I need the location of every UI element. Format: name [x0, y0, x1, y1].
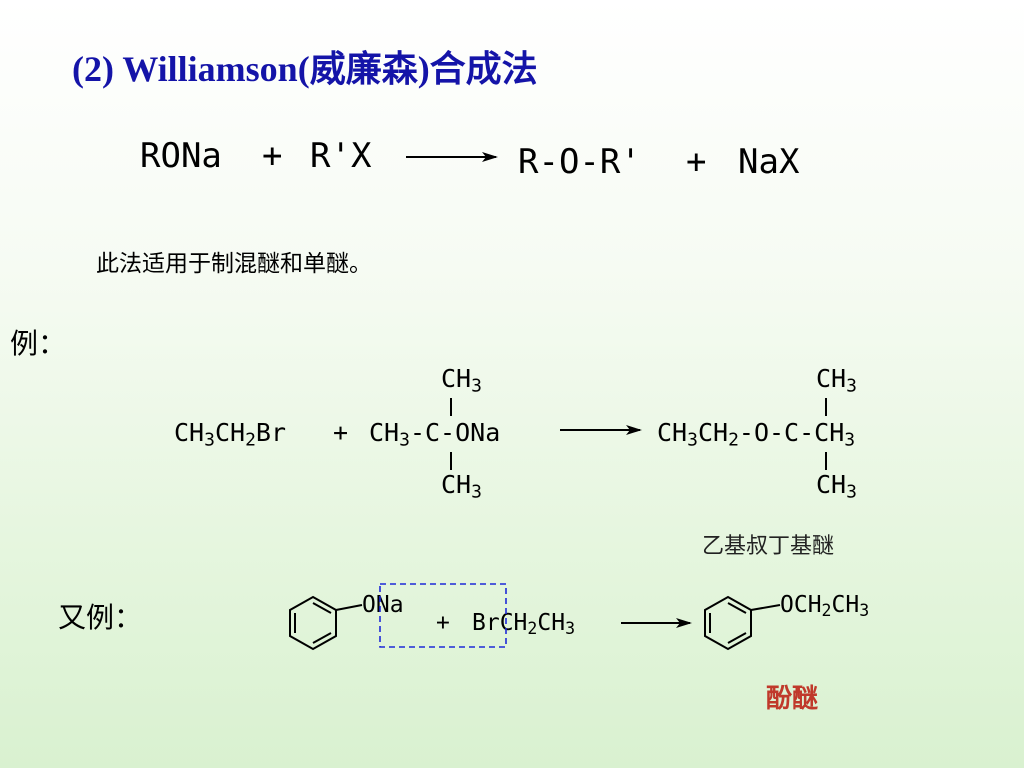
general-product-nax: NaX: [738, 142, 800, 182]
example1-product-bottom-methyl: CH3: [816, 470, 857, 503]
example1-reactant-sodium-tert-butoxide: CH3-C-ONa: [369, 418, 501, 451]
example2-reactant-ona: ONa: [362, 592, 404, 618]
general-product-ether: R-O-R': [518, 142, 641, 182]
page-title: (2) Williamson(威廉森)合成法: [72, 49, 538, 89]
general-plus-2: +: [686, 142, 707, 182]
example1-reactant-b-bottom-methyl: CH3: [441, 470, 482, 503]
example2-dashed-highlight-box: [379, 583, 507, 648]
example1-plus: +: [333, 418, 349, 447]
note-text: 此法适用于制混醚和单醚。: [96, 251, 372, 277]
example1-product-name: 乙基叔丁基醚: [702, 534, 835, 559]
example2-plus: +: [436, 610, 450, 636]
general-reactant-rx: R'X: [310, 136, 372, 176]
example1-label: 例：: [10, 327, 67, 360]
example1-reactant-b-top-methyl: CH3: [441, 364, 482, 397]
general-reactant-rona: RONa: [140, 136, 222, 176]
example1-reactant-ethyl-bromide: CH3CH2Br: [174, 418, 287, 451]
example1-product-ethyl-tert-butyl-ether: CH3CH2-O-C-CH3: [657, 418, 856, 451]
example2-label: 又例：: [58, 601, 143, 634]
example2-product-ethoxy: OCH2CH3: [780, 592, 870, 621]
general-plus-1: +: [262, 136, 283, 176]
example2-reactant-ethyl-bromide: BrCH2CH3: [472, 610, 576, 639]
example2-product-benzene-ring: [704, 595, 781, 651]
example1-product-top-methyl: CH3: [816, 364, 857, 397]
example2-reactant-benzene-ring: [289, 595, 363, 651]
example2-product-name: 酚醚: [766, 684, 819, 714]
